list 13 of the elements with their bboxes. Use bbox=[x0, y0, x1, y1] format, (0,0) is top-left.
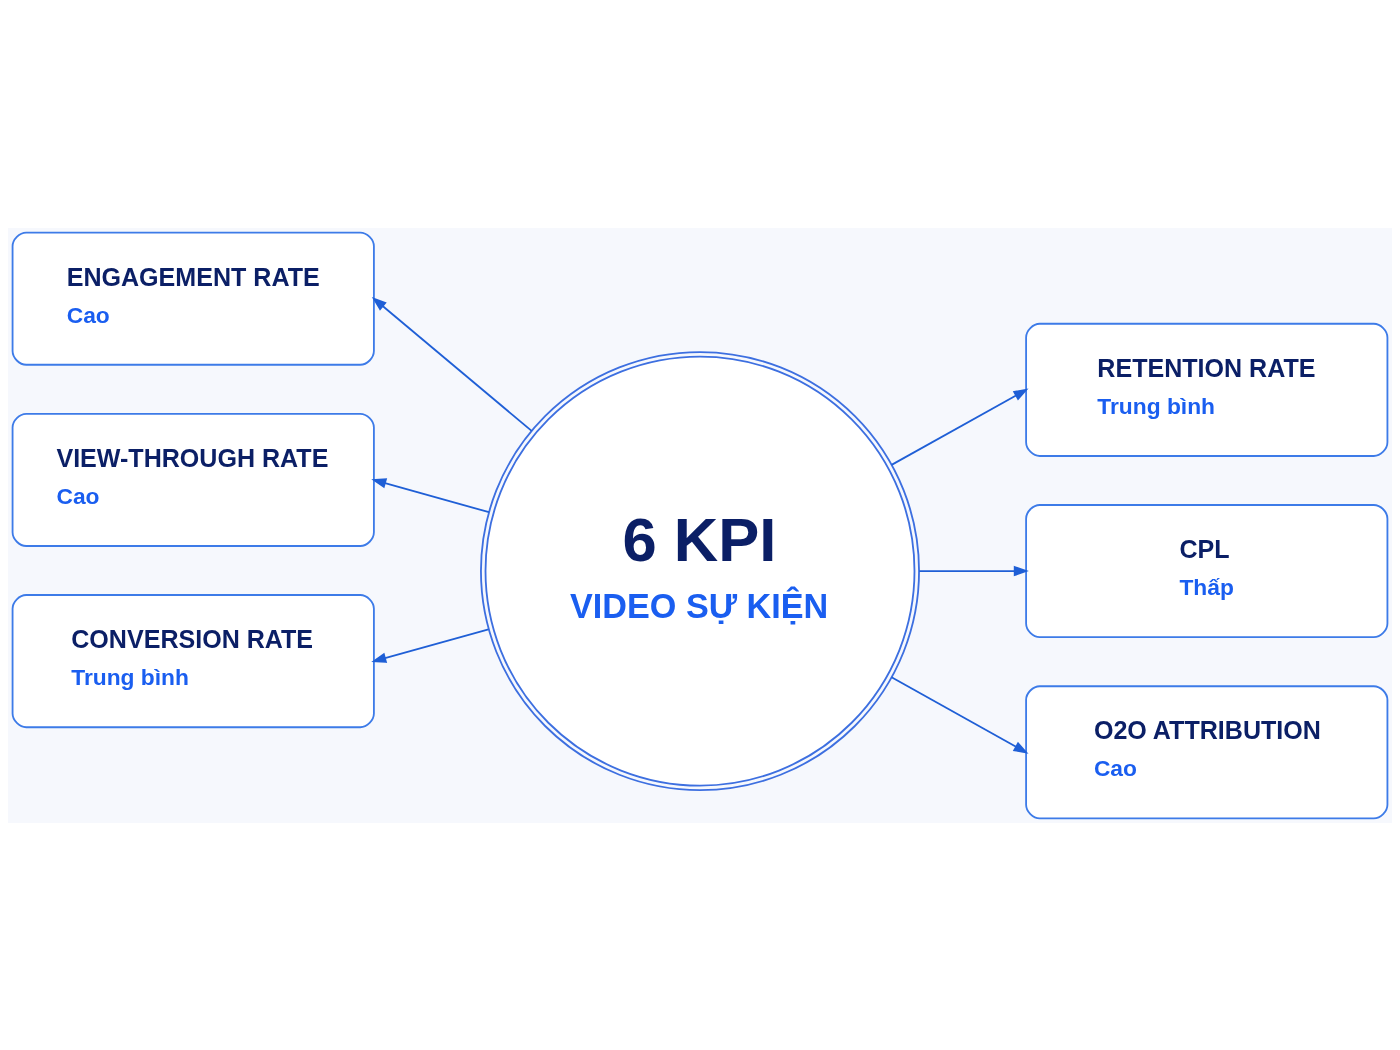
arrow bbox=[918, 565, 1029, 576]
node-box: CPL Thấp bbox=[1025, 503, 1389, 638]
arrow bbox=[371, 296, 533, 432]
node-box: ENGAGEMENT RATE Cao bbox=[11, 231, 375, 366]
arrow bbox=[371, 477, 490, 513]
arrow bbox=[890, 388, 1029, 466]
node-box: VIEW-THROUGH RATE Cao bbox=[11, 412, 375, 547]
arrow bbox=[890, 675, 1029, 754]
node-circle: 6 KPI VIDEO SỰ KIỆN bbox=[480, 350, 920, 791]
node-box: O2O ATTRIBUTION Cao bbox=[1025, 684, 1389, 819]
node-box: RETENTION RATE Trung bình bbox=[1025, 322, 1389, 457]
arrow bbox=[371, 628, 490, 663]
node-box: CONVERSION RATE Trung bình bbox=[11, 593, 375, 728]
